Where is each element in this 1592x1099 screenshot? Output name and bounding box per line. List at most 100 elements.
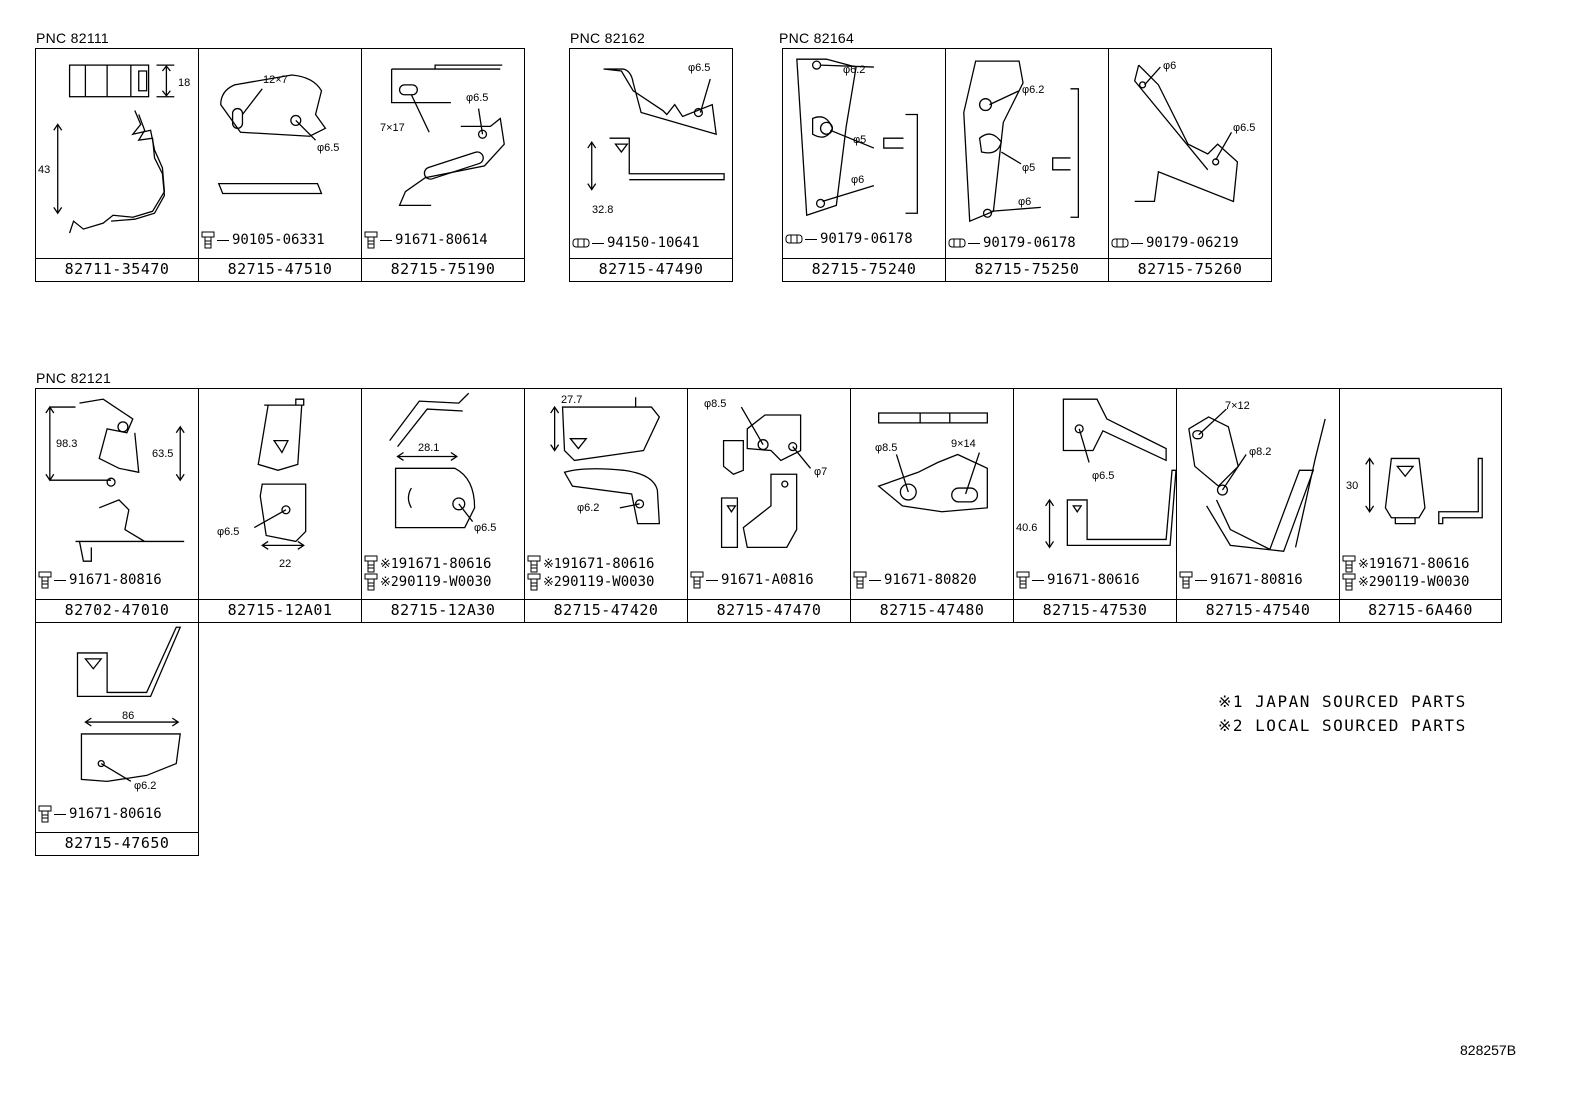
part-cell[interactable]: 86 φ6.2 91671-80616 82715-47650 — [35, 622, 199, 856]
part-number[interactable]: 82715-12A30 — [362, 599, 524, 622]
part-number[interactable]: 82715-47510 — [199, 258, 361, 281]
part-cell[interactable]: φ6.5 40.6 91671-80616 82715-47530 — [1013, 388, 1177, 623]
fastener-number: 90119-W0030 — [561, 574, 655, 590]
part-cell[interactable]: φ6 φ6.5 90179-06219 82715-75260 — [1108, 48, 1272, 282]
part-number[interactable]: 82715-47540 — [1177, 599, 1339, 622]
dimension-label: φ6.2 — [1022, 84, 1044, 96]
dimension-label: 7×17 — [380, 122, 405, 134]
pnc-label: PNC 82162 — [570, 30, 646, 46]
part-number[interactable]: 82715-47470 — [688, 599, 850, 622]
part-drawing: φ6.5 40.6 — [1014, 389, 1176, 600]
bolt-icon — [527, 573, 541, 591]
fastener-number: 90119-W0030 — [398, 574, 492, 590]
part-cell[interactable]: 98.3 63.5 91671-80816 82702-47010 — [35, 388, 199, 623]
part-drawing: 7×12 φ8.2 — [1177, 389, 1339, 600]
dimension-label: 18 — [178, 77, 190, 89]
part-number[interactable]: 82715-75260 — [1109, 258, 1271, 281]
fastener[interactable]: 91671-80616 — [38, 805, 198, 823]
part-number[interactable]: 82715-12A01 — [199, 599, 361, 622]
part-drawing: φ6.5 32.8 — [570, 49, 732, 259]
dimension-label: φ8.2 — [1249, 446, 1271, 458]
dimension-label: φ6.5 — [1233, 122, 1255, 134]
fastener[interactable]: 91671-80616 — [1016, 571, 1176, 589]
fastener[interactable]: 90105-06331 — [201, 231, 361, 249]
dimension-label: φ7 — [814, 466, 827, 478]
part-cell[interactable]: φ6.5 32.8 94150-10641 82715-47490 — [569, 48, 733, 282]
part-cell[interactable]: 12×7 φ6.5 90105-06331 82715-47510 — [198, 48, 362, 282]
fastener-number: 90179-06178 — [983, 235, 1076, 251]
part-cell[interactable]: φ6.2 φ5 φ6 90179-06178 82715-75240 — [782, 48, 946, 282]
dimension-label: φ8.5 — [875, 442, 897, 454]
fastener-number: 90179-06219 — [1146, 235, 1239, 251]
part-drawing: 7×17 φ6.5 — [362, 49, 524, 259]
fastener[interactable]: 91671-A0816 — [690, 571, 850, 589]
fastener-number: 90119-W0030 — [1376, 574, 1470, 590]
fastener[interactable]: 91671-80816 — [38, 571, 198, 589]
part-cell[interactable]: φ6.5 22 82715-12A01 — [198, 388, 362, 623]
part-cell[interactable]: φ8.5 φ7 91671-A0816 82715-47470 — [687, 388, 851, 623]
part-number[interactable]: 82711-35470 — [36, 258, 198, 281]
fastener[interactable]: 90179-06178 — [948, 235, 1108, 251]
dimension-label: φ6.5 — [466, 92, 488, 104]
part-number[interactable]: 82715-47490 — [570, 258, 732, 281]
dimension-label: 28.1 — [418, 442, 439, 454]
dimension-label: φ6.5 — [217, 526, 239, 538]
part-cell[interactable]: 7×17 φ6.5 91671-80614 82715-75190 — [361, 48, 525, 282]
bolt-icon — [364, 555, 378, 573]
fastener[interactable]: 90179-06219 — [1111, 235, 1271, 251]
part-drawing: 30 — [1340, 389, 1501, 600]
bolt-icon — [201, 231, 215, 249]
fastener[interactable]: 91671-80820 — [853, 571, 1013, 589]
part-number[interactable]: 82715-75190 — [362, 258, 524, 281]
dimension-label: φ5 — [1022, 162, 1035, 174]
fastener-number: 91671-80614 — [395, 232, 488, 248]
figure-id: 828257B — [1460, 1042, 1517, 1058]
fastener-number: 90105-06331 — [232, 232, 325, 248]
part-drawing: φ6 φ6.5 — [1109, 49, 1271, 259]
part-number[interactable]: 82715-47650 — [36, 832, 198, 855]
fastener-number: 91671-80616 — [561, 556, 655, 572]
bolt-icon — [690, 571, 704, 589]
part-cell[interactable]: φ6.2 φ5 φ6 90179-06178 82715-75250 — [945, 48, 1109, 282]
part-cell[interactable]: 7×12 φ8.2 91671-80816 82715-47540 — [1176, 388, 1340, 623]
fastener-number: 91671-80816 — [1210, 572, 1303, 588]
part-number[interactable]: 82715-75250 — [946, 258, 1108, 281]
nut-icon — [1111, 238, 1129, 248]
fastener-number: 91671-A0816 — [721, 572, 814, 588]
pnc-label: PNC 82164 — [779, 30, 855, 46]
part-cell[interactable]: φ8.5 9×14 91671-80820 82715-47480 — [850, 388, 1014, 623]
part-drawing: φ8.5 φ7 — [688, 389, 850, 600]
part-cell[interactable]: 18 43 82711-35470 — [35, 48, 199, 282]
bolt-icon — [527, 555, 541, 573]
fastener-number: 91671-80816 — [69, 572, 162, 588]
dimension-label: φ6 — [1163, 60, 1176, 72]
dimension-label: φ6.2 — [577, 502, 599, 514]
part-drawing: 27.7 φ6.2 — [525, 389, 687, 600]
fastener[interactable]: 91671-80816 — [1179, 571, 1339, 589]
dimension-label: φ6.2 — [134, 780, 156, 792]
part-number[interactable]: 82715-47480 — [851, 599, 1013, 622]
part-number[interactable]: 82715-47530 — [1014, 599, 1176, 622]
dimension-label: φ5 — [853, 134, 866, 146]
bolt-icon — [38, 571, 52, 589]
part-number[interactable]: 82715-47420 — [525, 599, 687, 622]
dimension-label: φ6.5 — [688, 62, 710, 74]
part-drawing: 12×7 φ6.5 — [199, 49, 361, 259]
fastener[interactable]: 91671-80614 — [364, 231, 524, 249]
part-number[interactable]: 82715-6A460 — [1340, 599, 1501, 622]
dimension-label: φ8.5 — [704, 398, 726, 410]
dimension-label: 30 — [1346, 480, 1358, 492]
part-number[interactable]: 82715-75240 — [783, 258, 945, 281]
fastener[interactable]: 94150-10641 — [572, 235, 732, 251]
part-number[interactable]: 82702-47010 — [36, 599, 198, 622]
fastener[interactable]: 90179-06178 — [785, 231, 945, 247]
